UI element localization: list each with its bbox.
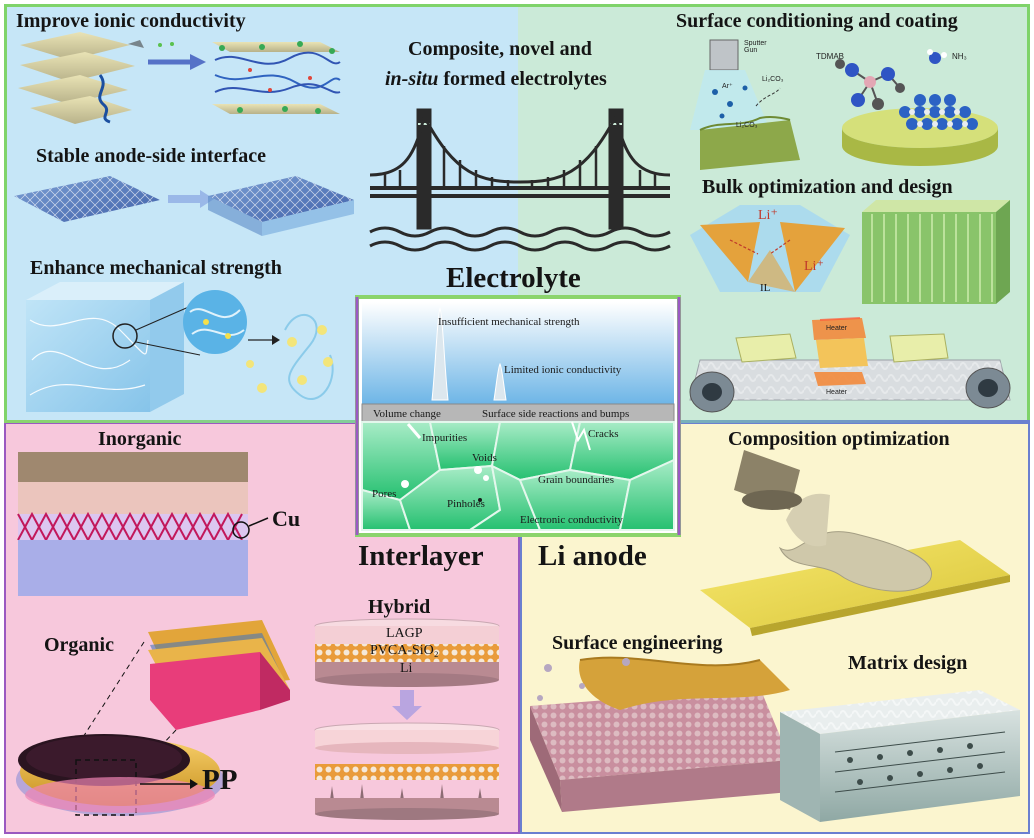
insufficient-label: Insufficient mechanical strength [438, 316, 580, 328]
li-ion-diagram [690, 205, 850, 292]
li-plus-label-1: Li⁺ [758, 208, 778, 223]
li-anode-title: Li anode [538, 540, 647, 572]
voids-label: Voids [472, 452, 497, 464]
pores-label: Pores [372, 488, 397, 500]
layered-sheets-illustration [18, 32, 341, 124]
fiber-block-illustration [862, 200, 1010, 304]
fiber-cube-illustration [26, 282, 334, 412]
li2co3-label-a: Li₂CO₃ [762, 76, 784, 83]
grain-label: Grain boundaries [538, 474, 615, 486]
subtitle-rest: formed electrolytes [438, 68, 607, 90]
hybrid-label: Hybrid [368, 596, 431, 618]
bridge-icon [369, 108, 671, 252]
cracks-label: Cracks [588, 428, 619, 440]
nh3-label: NH₃ [952, 52, 967, 61]
matrix-label: Matrix design [848, 652, 968, 674]
pp-label: PP [202, 764, 238, 796]
li-layer-label: Li [400, 661, 413, 676]
heater-bottom-label: Heater [826, 389, 848, 396]
ar-ion-label: Ar⁺ [722, 83, 733, 90]
tdmab-label: TDMAB [816, 52, 844, 61]
surface-cond-label: Surface conditioning and coating [676, 10, 958, 32]
improve-ionic-label: Improve ionic conductivity [16, 10, 246, 32]
organic-label: Organic [44, 634, 114, 656]
defect-schematic [355, 295, 681, 537]
electronic-label: Electronic conductivity [520, 514, 623, 526]
surface-side-label: Surface side reactions and bumps [482, 408, 630, 420]
enhance-mech-label: Enhance mechanical strength [30, 257, 282, 279]
subtitle-italic: in-situ [385, 68, 439, 90]
impurities-label: Impurities [422, 432, 468, 444]
lagp-label: LAGP [386, 626, 423, 641]
hybrid-stack [314, 618, 500, 820]
tdmab-disk-illustration [835, 49, 998, 166]
bulk-opt-label: Bulk optimization and design [702, 176, 953, 198]
electrolyte-title: Electrolyte [446, 262, 581, 294]
sputter-illustration [690, 39, 800, 170]
mesh-illustration [14, 176, 354, 236]
limited-label: Limited ionic conductivity [504, 364, 622, 376]
interlayer-title: Interlayer [358, 540, 484, 572]
composition-illustration [700, 450, 1010, 636]
heater-top-label: Heater [826, 325, 848, 332]
cu-label: Cu [272, 506, 301, 531]
il-label: IL [760, 282, 771, 294]
subtitle-line1: Composite, novel and [408, 38, 592, 60]
li-plus-label-2: Li⁺ [804, 259, 824, 274]
inorganic-label: Inorganic [98, 428, 182, 450]
stable-anode-label: Stable anode-side interface [36, 145, 266, 167]
roll-to-roll-illustration [689, 317, 1011, 413]
pvca-label: PVCA-SiO₂ [370, 643, 439, 658]
matrix-illustration [780, 690, 1020, 822]
volume-change-label: Volume change [373, 408, 441, 420]
li2co3-label-b: Li₂CO₃ [736, 122, 758, 129]
pinholes-label: Pinholes [447, 498, 485, 510]
sputter-gun-label: Sputter Gun [744, 40, 767, 54]
organic-illustration [16, 620, 290, 816]
inorganic-stack [17, 452, 269, 596]
composition-label: Composition optimization [728, 428, 950, 450]
surface-eng-label: Surface engineering [552, 632, 723, 654]
surface-eng-illustration [530, 656, 790, 812]
subtitle-line2: in-situ formed electrolytes [385, 68, 607, 91]
